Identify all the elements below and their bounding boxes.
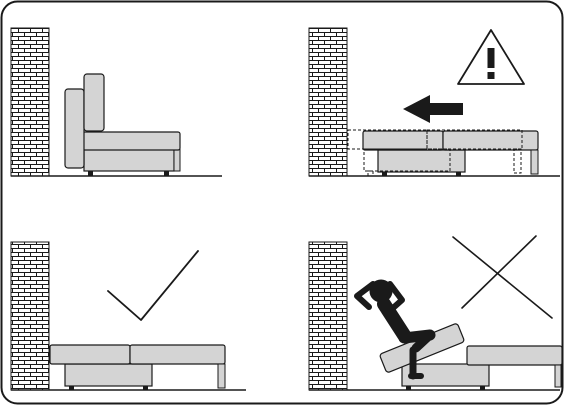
- checkmark-icon: [107, 250, 199, 321]
- sofa-base: [83, 148, 175, 172]
- brick-wall: [308, 27, 348, 177]
- back-cushion: [64, 88, 85, 169]
- back-cushion-top: [83, 73, 105, 132]
- ghost-outline: [347, 129, 523, 177]
- seat-cushion: [82, 131, 181, 151]
- panel-2-sofa-pull-out: [308, 27, 560, 177]
- mattress-left: [362, 130, 444, 151]
- mattress-left: [49, 344, 131, 365]
- sofa-leg: [554, 364, 562, 388]
- sofa-base: [401, 363, 490, 387]
- sofa-base: [377, 149, 466, 173]
- sofa-leg: [143, 386, 148, 390]
- sofa-leg: [406, 386, 411, 390]
- sofa-leg: [88, 171, 93, 176]
- panel-4-incorrect-use: [308, 235, 563, 391]
- mattress-right: [442, 130, 539, 151]
- person-icon: [354, 279, 436, 380]
- mattress-right: [129, 344, 226, 365]
- sofa-leg: [69, 386, 74, 390]
- sofa-base: [64, 363, 153, 387]
- brick-wall: [10, 27, 50, 177]
- sofa-leg: [456, 172, 461, 176]
- sofa-leg: [164, 171, 169, 176]
- panel-3-bed-extended: [10, 241, 246, 391]
- panel-1-sofa-seated: [10, 27, 222, 177]
- sofa-leg: [530, 149, 539, 175]
- sofa-leg: [173, 148, 181, 172]
- brick-wall: [10, 241, 50, 391]
- cross-icon: [452, 235, 553, 319]
- mattress-right: [466, 345, 563, 366]
- sofa-leg: [382, 172, 387, 176]
- sofa-leg: [217, 363, 226, 389]
- left-arrow-icon: [403, 95, 463, 123]
- warning-icon: [457, 29, 525, 85]
- brick-wall: [308, 241, 348, 391]
- sofa-leg: [480, 386, 485, 390]
